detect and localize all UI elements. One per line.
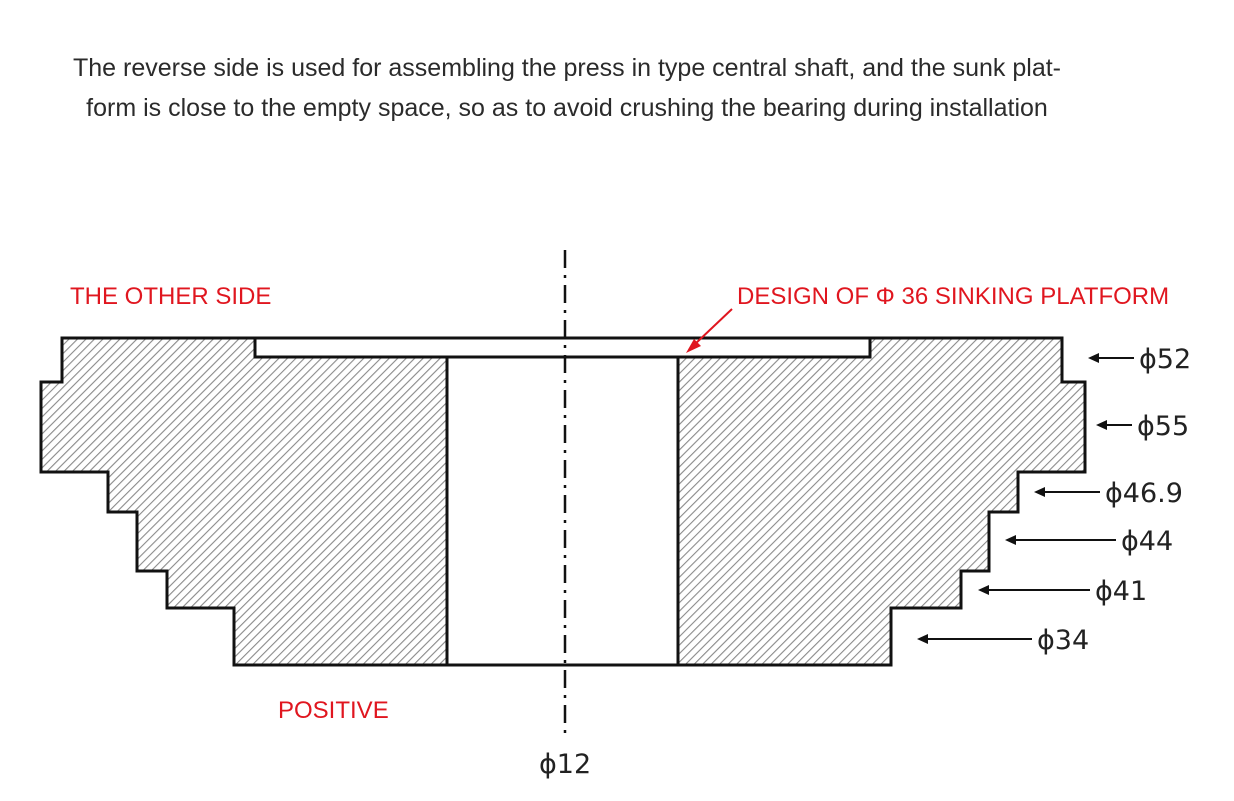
dim-label-d34: ϕ34: [1037, 625, 1089, 656]
arrow-d41: [978, 585, 1090, 595]
dim-label-d12: ϕ12: [539, 749, 591, 780]
arrow-d34: [917, 634, 1032, 644]
sinking-platform-recess: [253, 336, 872, 359]
dim-label-d55: ϕ55: [1137, 411, 1189, 442]
description-line-1: The reverse side is used for assembling …: [72, 54, 1061, 82]
dim-label-d46-9: ϕ46.9: [1105, 478, 1183, 509]
arrow-d46-9: [1034, 487, 1100, 497]
central-bore: [445, 355, 680, 667]
arrow-d52: [1088, 353, 1134, 363]
dim-label-d52: ϕ52: [1139, 344, 1191, 375]
description-text: The reverse side is used for assembling …: [0, 48, 1134, 128]
arrow-d44: [1005, 535, 1116, 545]
left-hatched-section: [39, 336, 449, 667]
label-positive: POSITIVE: [278, 697, 389, 724]
platform-pointer-arrow: [686, 308, 733, 353]
dim-label-d41: ϕ41: [1095, 576, 1147, 607]
right-hatched-section: [676, 336, 1087, 667]
label-other-side: THE OTHER SIDE: [70, 283, 271, 310]
dim-label-d44: ϕ44: [1121, 526, 1173, 557]
description-line-2: form is close to the empty space, so as …: [86, 94, 1048, 122]
arrow-d55: [1096, 420, 1132, 430]
label-sinking-platform: DESIGN OF Φ 36 SINKING PLATFORM: [737, 283, 1169, 310]
